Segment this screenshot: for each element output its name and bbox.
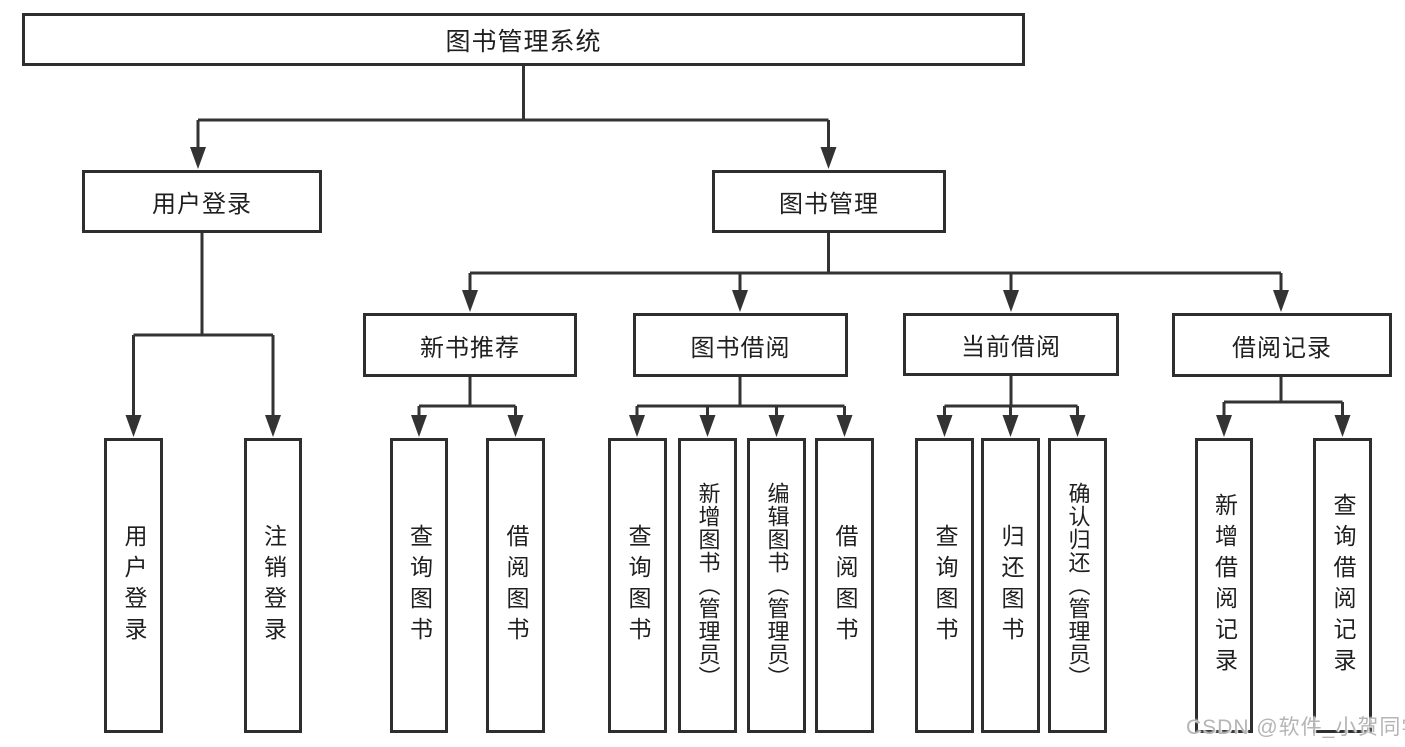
leaf-query-books-borrow: 查询图书 [608, 438, 667, 733]
watermark: CSDN @软件_小贺同学 [1186, 716, 1405, 739]
node-book-borrow: 图书借阅 [633, 313, 848, 377]
leaf-logout: 注销登录 [244, 438, 302, 733]
leaf-return-books: 归还图书 [981, 438, 1040, 733]
leaf-query-books-current: 查询图书 [915, 438, 974, 733]
node-library-management-system: 图书管理系统 [22, 13, 1025, 66]
leaf-user-login: 用户登录 [104, 438, 163, 733]
node-borrow-records: 借阅记录 [1172, 313, 1392, 377]
leaf-query-borrow-record: 查询借阅记录 [1313, 438, 1372, 733]
leaf-query-books-recommend: 查询图书 [390, 438, 448, 733]
node-current-borrow: 当前借阅 [903, 313, 1119, 376]
node-user-login: 用户登录 [82, 170, 322, 233]
leaf-borrow-books-borrow: 借阅图书 [815, 438, 874, 733]
node-book-management: 图书管理 [712, 170, 946, 233]
leaf-edit-books-admin: 编辑图书（管理员） [747, 438, 806, 733]
node-new-book-recommend: 新书推荐 [363, 313, 577, 377]
leaf-confirm-return-admin: 确认归还（管理员） [1048, 438, 1107, 733]
leaf-add-borrow-record: 新增借阅记录 [1195, 438, 1253, 733]
leaf-add-books-admin: 新增图书（管理员） [678, 438, 737, 733]
leaf-borrow-books-recommend: 借阅图书 [486, 438, 545, 733]
